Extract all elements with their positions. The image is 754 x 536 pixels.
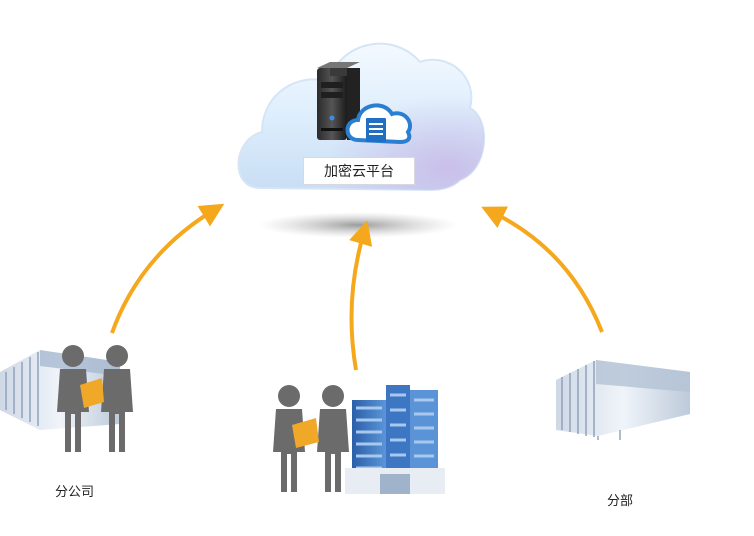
cloud-document-icon [345, 103, 412, 145]
arrow-center [349, 220, 373, 371]
arrow-right [481, 206, 604, 333]
left-people-icon [57, 345, 133, 452]
cloud-shadow [258, 212, 458, 238]
branch-office-label: 分部 [607, 494, 634, 509]
arrow-left [110, 203, 225, 334]
right-building-icon [556, 360, 690, 440]
center-people-icon [273, 385, 349, 492]
center-tower-icon [345, 385, 445, 494]
platform-label: 加密云平台 [303, 157, 415, 185]
branch-company-label: 分公司 [55, 485, 95, 500]
